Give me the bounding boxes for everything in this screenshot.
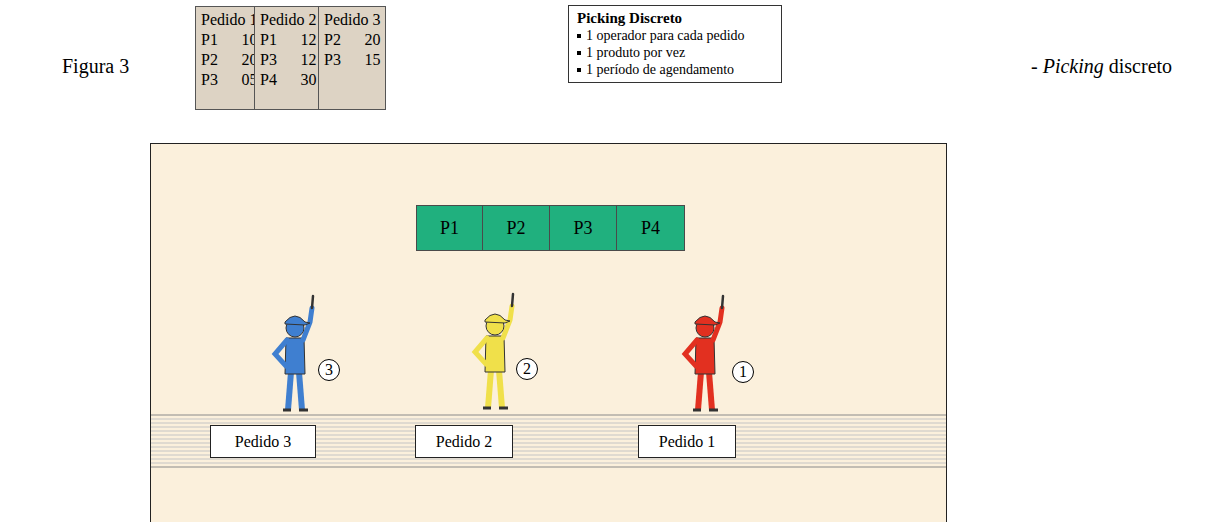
node-text: P3 (201, 70, 225, 90)
operator-figure (475, 294, 513, 408)
node-label: Pedido 2 (260, 10, 316, 30)
node-label: P1 (440, 218, 459, 239)
product-slot: P4 (616, 205, 685, 251)
figure-number: Figura 3 (62, 54, 129, 78)
figure-caption: -Pickingdiscreto (1031, 54, 1172, 78)
node-label: P2 (506, 218, 525, 239)
node-label: P4 (641, 218, 660, 239)
node-text: P1 (260, 30, 284, 50)
belt-stripe (151, 459, 946, 460)
order-tag: Pedido 2 (415, 425, 513, 458)
node-text: P4 (260, 70, 284, 90)
node-text: 1 operador para cada pedido (577, 27, 773, 44)
node-text: P3 (324, 50, 348, 70)
node-label: 3 (325, 362, 333, 378)
node-text: 20 (358, 30, 381, 50)
node-label: 1 (739, 364, 747, 380)
conveyor-belt (151, 415, 946, 467)
node-label: P3 (573, 218, 592, 239)
node-text: P1 (201, 30, 225, 50)
order-card: Pedido 2P112P312P430 (254, 6, 322, 110)
product-slot: P3 (549, 205, 617, 251)
node-label: Pedido 1 (201, 10, 257, 30)
order-tag: Pedido 3 (210, 425, 316, 458)
caption-word: - (1031, 54, 1038, 78)
operator-figure (685, 296, 723, 410)
node-text: P2 (324, 30, 348, 50)
belt-stripe (151, 467, 946, 468)
node-text: 1 produto por vez (577, 44, 773, 61)
node-text: P2 (201, 50, 225, 70)
order-tag: Pedido 1 (638, 425, 736, 458)
callout-number: 3 (318, 359, 340, 381)
node-text: 30 (294, 70, 317, 90)
node-label: Pedido 2 (436, 433, 492, 451)
belt-stripe (151, 463, 946, 464)
callout-number: 2 (516, 358, 538, 380)
node-text: 12 (294, 50, 317, 70)
node-text: 12 (294, 30, 317, 50)
node-label: Pedido 3 (324, 10, 380, 30)
operator-figure (275, 296, 313, 410)
product-slot: P2 (482, 205, 550, 251)
product-slot: P1 (416, 205, 483, 251)
belt-stripe (151, 419, 946, 420)
belt-stripe (151, 423, 946, 424)
node-label: Pedido 3 (235, 433, 291, 451)
node-text: 15 (358, 50, 381, 70)
belt-stripe (151, 415, 946, 416)
warehouse-panel (150, 143, 947, 522)
node-text: 1 período de agendamento (577, 61, 773, 78)
node-text: P3 (260, 50, 284, 70)
node-label: Picking Discreto (577, 9, 773, 27)
caption-word: Picking (1043, 54, 1104, 78)
node-label: 2 (523, 361, 531, 377)
node-label: Pedido 1 (659, 433, 715, 451)
info-box: Picking Discreto1 operador para cada ped… (568, 5, 782, 83)
caption-word: discreto (1109, 54, 1172, 78)
order-card: Pedido 3P2 20P3 15 (318, 6, 386, 110)
callout-number: 1 (732, 361, 754, 383)
